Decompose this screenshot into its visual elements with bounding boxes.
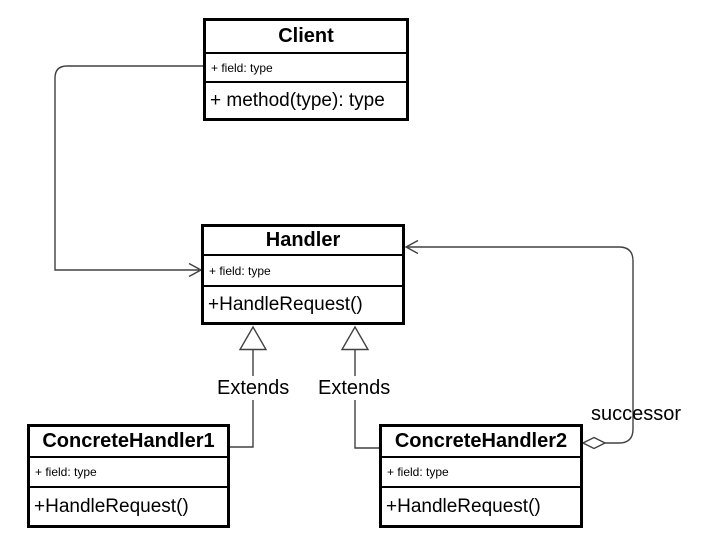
class-concretehandler1-field: + field: type — [30, 458, 227, 488]
class-client-title: Client — [206, 21, 406, 54]
class-client-field: + field: type — [206, 54, 406, 83]
successor-association-line — [407, 246, 634, 444]
class-concretehandler2-title: ConcreteHandler2 — [382, 427, 580, 458]
extends-label-left: Extends — [214, 376, 293, 400]
class-concretehandler2-method: +HandleRequest() — [386, 495, 541, 517]
class-handler: Handler + field: type +HandleRequest() — [201, 224, 405, 325]
class-concretehandler2: ConcreteHandler2 + field: type +HandleRe… — [379, 424, 583, 528]
generalization-triangle-right-icon — [340, 325, 370, 351]
class-client: Client + field: type + method(type): typ… — [203, 18, 409, 121]
class-handler-method: +HandleRequest() — [208, 293, 363, 315]
class-concretehandler1: ConcreteHandler1 + field: type +HandleRe… — [27, 424, 230, 528]
class-client-method: + method(type): type — [210, 89, 385, 111]
class-handler-field: + field: type — [204, 256, 402, 287]
successor-arrowhead-icon — [404, 239, 419, 255]
class-concretehandler2-field: + field: type — [382, 458, 580, 488]
class-handler-title: Handler — [204, 227, 402, 256]
extends-label-right: Extends — [315, 376, 394, 400]
class-concretehandler1-method: +HandleRequest() — [34, 495, 189, 517]
class-concretehandler1-title: ConcreteHandler1 — [30, 427, 227, 458]
successor-aggregation-diamond-icon — [581, 436, 607, 450]
generalization-triangle-left-icon — [238, 325, 268, 351]
association-client-to-handler-line — [54, 65, 203, 271]
successor-label: successor — [591, 403, 682, 425]
